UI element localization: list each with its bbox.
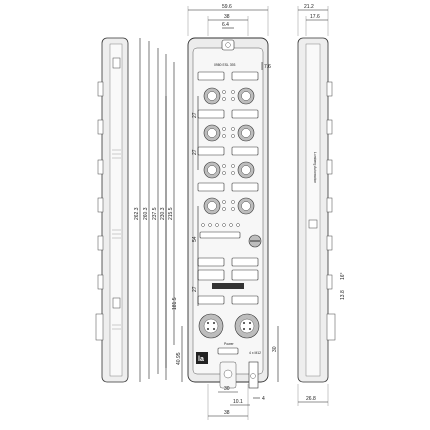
ground-label: 4 x M12 — [249, 351, 261, 355]
left-height-dimensions: 262.3 260.3 237.5 230.3 215.5 181.5 40.9… — [134, 38, 183, 382]
dim-pitch-1: 27 — [192, 112, 198, 118]
power-label: Power — [224, 342, 234, 346]
dim-26-8: 26.8 — [306, 396, 316, 402]
device-title: 0980 ESL 393 — [214, 63, 235, 67]
dim-38-bottom: 38 — [224, 410, 230, 416]
dim-right-width-b: 17.6 — [310, 14, 320, 20]
bottom-dimensions: 38 30 10.1 4 26.8 — [207, 384, 329, 420]
dim-4: 4 — [262, 396, 265, 402]
bottom-earth-lug — [219, 361, 259, 389]
dim-top-width: 59.6 — [222, 4, 232, 10]
dim-pitch-4: 27 — [192, 286, 198, 292]
right-top-dimensions: 21.2 17.6 — [297, 4, 329, 36]
dim-angle: 16° — [340, 272, 346, 280]
dim-pitch-2: 27 — [192, 149, 198, 155]
dim-height-total: 262.3 — [134, 207, 140, 220]
dim-height-d: 230.3 — [160, 207, 166, 220]
dim-30-bottom: 30 — [224, 386, 230, 392]
dim-pitch-3: 54 — [192, 236, 198, 242]
logo-letter: la — [198, 356, 204, 363]
dim-height-c: 237.5 — [152, 207, 158, 220]
dim-13-8: 13.8 — [340, 290, 346, 300]
dim-height-bottom: 40.95 — [176, 352, 182, 365]
right-side-view: Lumberg Automation — [297, 37, 336, 383]
dim-30: 30 — [272, 346, 278, 352]
power-dimensions: 30 16° 13.8 — [272, 272, 346, 382]
dim-top-inner: 38 — [224, 14, 230, 20]
left-side-view — [95, 37, 129, 383]
pitch-dimensions: 27 27 54 27 7.6 — [192, 62, 271, 306]
dim-right-width-a: 21.2 — [304, 4, 314, 10]
dim-offset-right: 7.6 — [264, 64, 271, 70]
dim-10-1: 10.1 — [233, 399, 243, 405]
front-view: 0980 ESL 393 — [187, 37, 269, 383]
dim-height-lower: 181.5 — [172, 297, 178, 310]
top-dimensions: 59.6 38 6.4 — [187, 4, 269, 36]
dim-height-b: 260.3 — [143, 207, 149, 220]
dim-height-e: 215.5 — [168, 207, 174, 220]
brand-label: Lumberg Automation — [313, 152, 317, 183]
dim-top-slot: 6.4 — [222, 22, 229, 28]
